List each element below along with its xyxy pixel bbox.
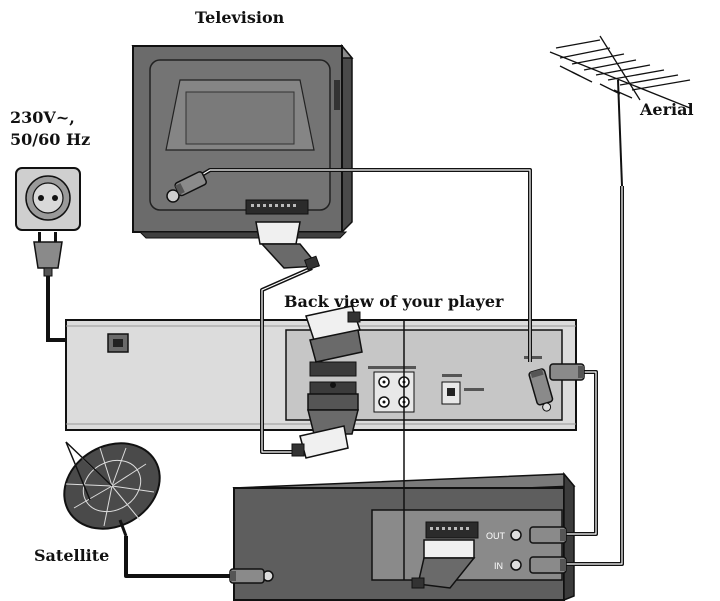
wall-socket [15,167,81,231]
receiver-scart-plug [411,539,476,589]
player-side-rf-plug [549,363,585,381]
receiver-out-label: OUT [486,531,506,541]
television-label: Television [195,8,285,27]
player-scart-plug-upper [305,305,363,363]
receiver-in-label: IN [494,561,503,571]
receiver-out-plug [529,526,567,544]
tv-scart-plug [255,221,320,271]
power-plug [33,232,63,277]
satellite-dish [63,441,161,537]
satellite-label: Satellite [34,546,110,565]
player-rf-plug [528,368,554,412]
television [131,43,354,239]
aerial-label: Aerial [640,100,694,119]
player-scart-plug-lower [291,393,359,459]
power-voltage-label: 230V~, [10,108,75,127]
back-view-label: Back view of your player [284,292,504,311]
aerial-antenna [549,35,691,187]
tv-rf-plug [174,171,207,197]
receiver-dish-plug [229,568,265,584]
receiver-in-plug [529,556,567,574]
power-frequency-label: 50/60 Hz [10,130,91,149]
